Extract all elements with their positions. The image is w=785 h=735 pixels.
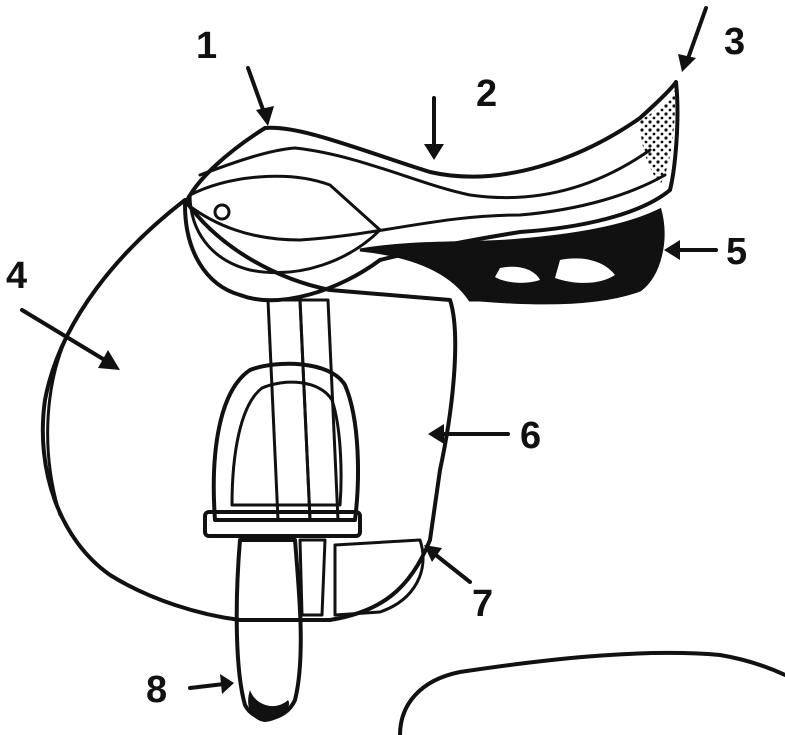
saddle-panel (360, 210, 663, 303)
arrow-3 (686, 8, 706, 64)
label-5: 5 (726, 231, 747, 273)
label-3: 3 (724, 21, 745, 63)
label-6: 6 (520, 415, 541, 457)
horse-back-outline (400, 653, 785, 735)
label-4: 4 (6, 255, 27, 297)
label-1: 1 (196, 25, 217, 67)
arrows (22, 8, 716, 694)
stirrup-leathers (268, 300, 338, 520)
stirrup-iron (205, 364, 360, 536)
arrow-4 (22, 310, 108, 362)
label-7: 7 (472, 583, 493, 625)
label-2: 2 (476, 73, 497, 115)
saddle-flap (43, 200, 455, 620)
label-8: 8 (146, 669, 167, 711)
arrow-7 (432, 552, 470, 582)
arrow-8 (190, 684, 224, 688)
girth-strap (237, 540, 325, 722)
